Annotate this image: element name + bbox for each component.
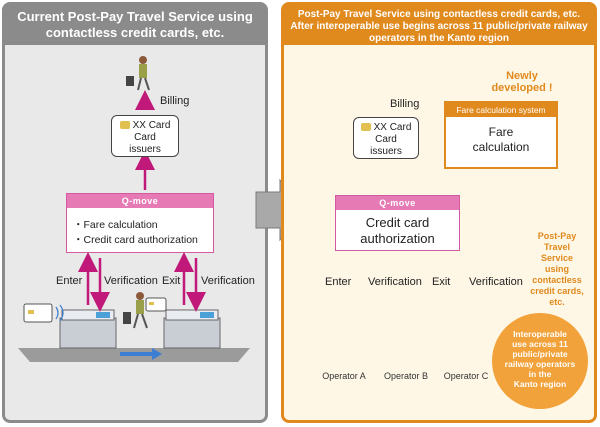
region-line: public/private	[512, 349, 568, 359]
left-gate-2	[163, 309, 221, 349]
left-traveler-bottom-icon	[123, 292, 148, 329]
left-gate-1	[59, 309, 117, 349]
left-qmove-item-auth: ・Credit card authorization	[73, 234, 198, 246]
region-line: use across 11	[512, 339, 568, 349]
card-chip-icon	[360, 123, 371, 132]
new-service-title-line1: Post-Pay Travel Service using contactles…	[297, 9, 581, 20]
new-service-title: Post-Pay Travel Service using contactles…	[284, 5, 594, 45]
fare-calculation-system-box: Fare calculation system Fare calculation	[444, 101, 558, 169]
right-auth-line2: authorization	[360, 231, 435, 246]
post-pay-line: using	[545, 264, 569, 274]
left-card-issuers-box: XX Card Card issuers	[111, 115, 179, 157]
post-pay-line: etc.	[549, 297, 565, 307]
operator-a-label: Operator A	[322, 371, 366, 381]
right-card-issuers-line2: Card	[375, 134, 397, 145]
left-verification-label-2: Verification	[201, 275, 255, 287]
left-card-issuers-line3: issuers	[129, 144, 161, 155]
right-card-issuers-line1: XX Card	[373, 122, 412, 133]
left-credit-card-small-icon	[145, 297, 167, 312]
left-exit-label: Exit	[162, 275, 181, 287]
card-chip-icon	[119, 121, 130, 130]
left-direction-arrow	[120, 348, 162, 360]
left-qmove-item-fare: ・Fare calculation	[73, 219, 158, 231]
left-card-issuers-line1: XX Card	[132, 120, 171, 131]
left-enter-label: Enter	[56, 275, 83, 287]
operator-c-label: Operator C	[443, 371, 489, 381]
post-pay-line: Service	[540, 253, 574, 263]
right-qmove-title: Q-move	[336, 196, 459, 210]
post-pay-line: credit cards,	[530, 286, 584, 296]
fare-system-title: Fare calculation system	[446, 103, 556, 117]
fare-line1: Fare	[488, 125, 514, 139]
left-billing-label: Billing	[160, 95, 190, 107]
right-auth-line1: Credit card	[365, 215, 430, 230]
post-pay-line: Post-Pay	[537, 231, 577, 241]
right-card-issuers-line3: issuers	[370, 146, 402, 157]
left-qmove-box: Q-move ・Fare calculation ・Credit card au…	[66, 193, 214, 253]
region-line: Kanto region	[513, 379, 567, 389]
region-line: in the	[528, 369, 552, 379]
post-pay-line: Travel	[543, 242, 571, 252]
right-enter-label: Enter	[325, 276, 352, 288]
fare-line2: calculation	[472, 140, 530, 154]
left-traveler-top-icon	[126, 56, 150, 91]
right-billing-label: Billing	[390, 98, 420, 110]
left-qmove-title: Q-move	[67, 194, 213, 208]
operator-b-label: Operator B	[383, 371, 429, 381]
newly-developed-label: Newly developed !	[480, 70, 564, 94]
post-pay-line: contactless	[532, 275, 582, 285]
newly-line2: developed !	[491, 82, 553, 94]
right-verification-label-2: Verification	[469, 276, 523, 288]
right-qmove-box: Q-move Credit card authorization	[335, 195, 460, 251]
kanto-region-badge: Interoperable use across 11 public/priva…	[492, 313, 588, 409]
new-service-title-line3: operators in the Kanto region	[368, 33, 509, 44]
right-verification-label-1: Verification	[368, 276, 422, 288]
current-service-title: Current Post-Pay Travel Service using co…	[5, 5, 265, 45]
left-verification-label-1: Verification	[104, 275, 158, 287]
right-exit-label: Exit	[432, 276, 451, 288]
new-service-title-line2: After interoperable use begins across 11…	[290, 21, 588, 32]
left-credit-card-icon	[23, 303, 64, 323]
right-card-issuers-box: XX Card Card issuers	[353, 117, 419, 159]
region-line: railway operators	[504, 359, 576, 369]
current-service-title-line1: Current Post-Pay Travel Service using	[17, 9, 253, 24]
newly-line1: Newly	[506, 70, 538, 82]
left-card-issuers-line2: Card	[134, 132, 156, 143]
current-service-title-line2: contactless credit cards, etc.	[45, 25, 225, 40]
region-line: Interoperable	[513, 329, 567, 339]
post-pay-service-label: Post-Pay Travel Service using contactles…	[524, 231, 590, 308]
